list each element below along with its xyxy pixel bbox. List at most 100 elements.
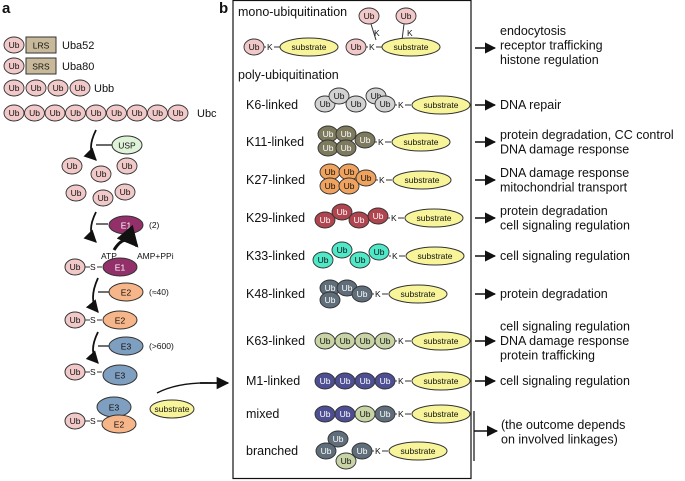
ubb-label: Ubb: [94, 83, 114, 95]
row-label: K27-linked: [246, 173, 305, 187]
ubiquitin: [355, 169, 377, 187]
ubiquitin: [3, 57, 25, 75]
ubiquitin: [331, 203, 353, 221]
ubiquitin: [116, 157, 138, 175]
e2-complex-label: E2: [114, 420, 125, 430]
ubiquitin-label: Ub: [373, 211, 384, 221]
e3-loaded: [102, 364, 138, 386]
lrs-label: LRS: [33, 41, 50, 51]
row-K27-linked-outcome: mitochondrial transport: [500, 180, 628, 194]
ubiquitin: [85, 104, 107, 122]
ubiquitin-label: Ub: [344, 167, 355, 177]
mono-outcome: endocytosis: [500, 24, 566, 38]
e3-enzyme: [108, 336, 144, 356]
atp-arrow: [112, 224, 139, 251]
substrate-label: substrate: [292, 42, 327, 52]
ubiquitin: [114, 183, 136, 201]
ubiquitin: [106, 104, 127, 122]
substrate-label: substrate: [404, 137, 439, 147]
panel-a-label: a: [2, 0, 11, 17]
row-label: K63-linked: [246, 334, 305, 348]
ubiquitin-label: Ub: [380, 376, 391, 386]
ubiquitin: [374, 95, 396, 113]
lysine-label: K: [374, 28, 380, 38]
ubiquitin: [367, 207, 389, 225]
ubiquitin: [90, 165, 112, 183]
ubiquitin: [3, 36, 25, 54]
ubiquitin-label: Ub: [360, 409, 371, 419]
ubiquitin-label: Ub: [320, 409, 331, 419]
poly-title: poly-ubiquitination: [238, 68, 339, 82]
ubiquitin-label: Ub: [360, 376, 371, 386]
ubiquitin-label: Ub: [325, 295, 336, 305]
row-substrate: [404, 208, 464, 228]
ubiquitin-label: Ub: [96, 169, 107, 179]
ubiquitin: [44, 104, 66, 122]
ubiquitin-label: Ub: [320, 99, 331, 109]
substrate-label: substrate: [405, 175, 440, 185]
e2-count: (≈40): [149, 287, 169, 297]
e3-arrow: [85, 331, 99, 364]
ubiquitin-label: Ub: [337, 245, 348, 255]
ubiquitin-label: Ub: [318, 255, 329, 265]
mixed-outcome: on involved linkages): [501, 433, 618, 447]
ubiquitin-label: Ub: [371, 91, 382, 101]
substrate-label: substrate: [401, 446, 436, 456]
ubiquitin-label: Ub: [122, 161, 133, 171]
ubiquitin-label: Ub: [325, 283, 336, 293]
substrate-label: substrate: [418, 251, 453, 261]
e1-arrow: [83, 211, 97, 243]
e3-complex-label: E3: [109, 403, 120, 413]
ubiquitin-label: Ub: [9, 61, 20, 71]
ubiquitin-label: Ub: [341, 456, 352, 466]
ubiquitin: [354, 131, 376, 149]
srs-label: SRS: [32, 62, 50, 72]
e1-loaded: [102, 257, 138, 277]
srs-box: [25, 57, 57, 75]
ubiquitin-label: Ub: [323, 143, 334, 153]
ubiquitin: [319, 291, 341, 309]
ubiquitin-label: Ub: [71, 188, 82, 198]
lysine-label: K: [379, 175, 385, 185]
row-substrate: [411, 95, 471, 115]
ubiquitin-label: Ub: [361, 173, 372, 183]
row-substrate: [411, 371, 471, 391]
ub-e3-ub-label: Ub: [70, 367, 81, 377]
ubiquitin: [47, 79, 69, 97]
substrate-label: substrate: [394, 42, 429, 52]
substrate-a: [149, 399, 195, 419]
e3-loaded-label: E3: [115, 371, 126, 381]
mono-outcome: histone regulation: [500, 53, 599, 67]
ubiquitin-label: Ub: [374, 247, 385, 257]
ubiquitin-label: Ub: [249, 42, 260, 52]
multi-mono-bond: [401, 23, 405, 41]
ubiquitin-label: Ub: [357, 446, 368, 456]
lysine-label: K: [407, 28, 413, 38]
multi-mono-bond: [370, 23, 377, 41]
ubiquitin: [92, 189, 114, 207]
ubiquitin-label: Ub: [320, 376, 331, 386]
ubiquitin-label: Ub: [152, 108, 163, 118]
ubiquitin: [3, 79, 25, 97]
ubiquitin: [328, 87, 350, 105]
ubiquitin-label: Ub: [340, 376, 351, 386]
ubiquitin-label: Ub: [9, 108, 20, 118]
atp-label: ATP: [101, 251, 117, 261]
lysine-label: K: [378, 137, 384, 147]
substrate-label: substrate: [424, 409, 459, 419]
e1-count: (2): [149, 220, 160, 230]
mono-outcome: receptor trafficking: [500, 39, 603, 53]
ubiquitin: [349, 251, 371, 269]
usp-label: USP: [118, 141, 136, 151]
uba80-label: Uba80: [62, 61, 94, 73]
e2-label: E2: [121, 288, 132, 298]
row-K27-linked-outcome: DNA damage response: [500, 166, 629, 180]
substrate-label: substrate: [424, 336, 459, 346]
ubiquitin: [368, 243, 390, 261]
ubiquitin: [314, 211, 336, 229]
